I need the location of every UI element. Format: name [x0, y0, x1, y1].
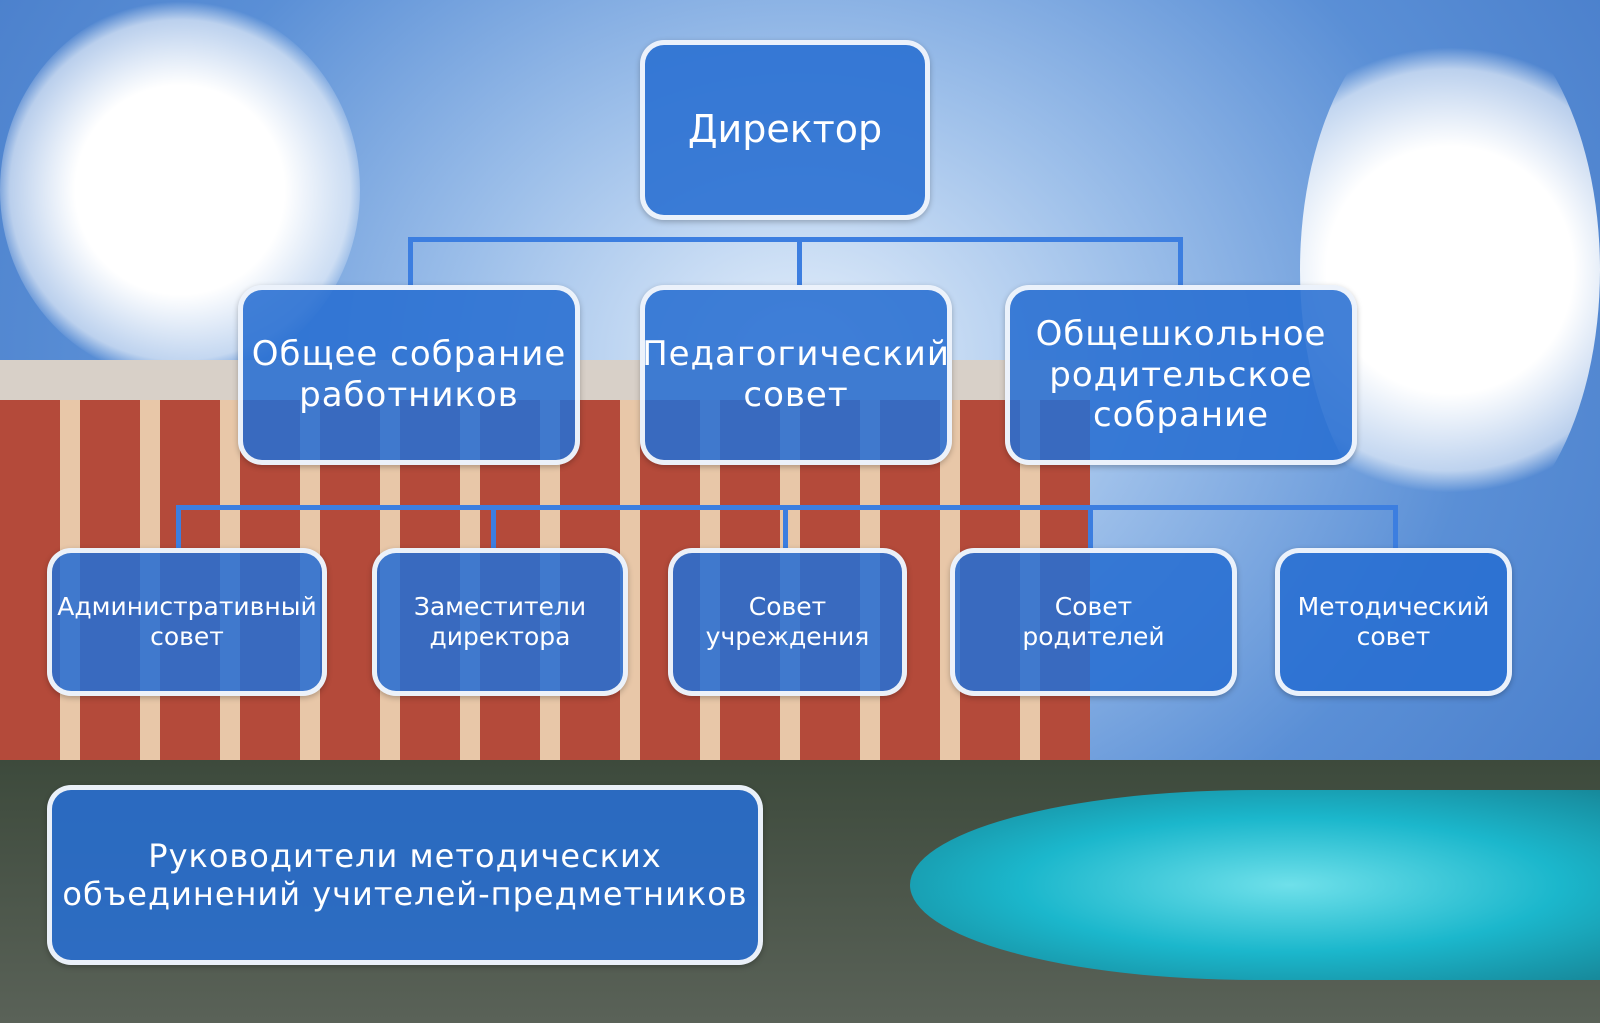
- parent-assembly-box: Общешкольное родительское собрание: [1005, 285, 1357, 465]
- director-box: Директор: [640, 40, 930, 220]
- connector: [1088, 505, 1093, 550]
- pedagogical-council-box: Педагогический совет: [640, 285, 952, 465]
- connector: [176, 505, 181, 550]
- methodical-associations-box: Руководители методических объединений уч…: [47, 785, 763, 965]
- connector: [410, 237, 1183, 242]
- connector: [797, 237, 802, 287]
- institution-council-box: Совет учреждения: [668, 548, 907, 696]
- connector: [1393, 505, 1398, 550]
- fountain: [910, 790, 1600, 980]
- connector: [1178, 237, 1183, 287]
- methodical-council-box: Методический совет: [1275, 548, 1512, 696]
- deputy-directors-box: Заместители директора: [372, 548, 628, 696]
- administrative-council-box: Административный совет: [47, 548, 327, 696]
- parents-council-box: Совет родителей: [950, 548, 1237, 696]
- connector: [491, 505, 496, 550]
- connector: [408, 237, 413, 287]
- connector: [783, 505, 788, 550]
- general-staff-meeting-box: Общее собрание работников: [238, 285, 580, 465]
